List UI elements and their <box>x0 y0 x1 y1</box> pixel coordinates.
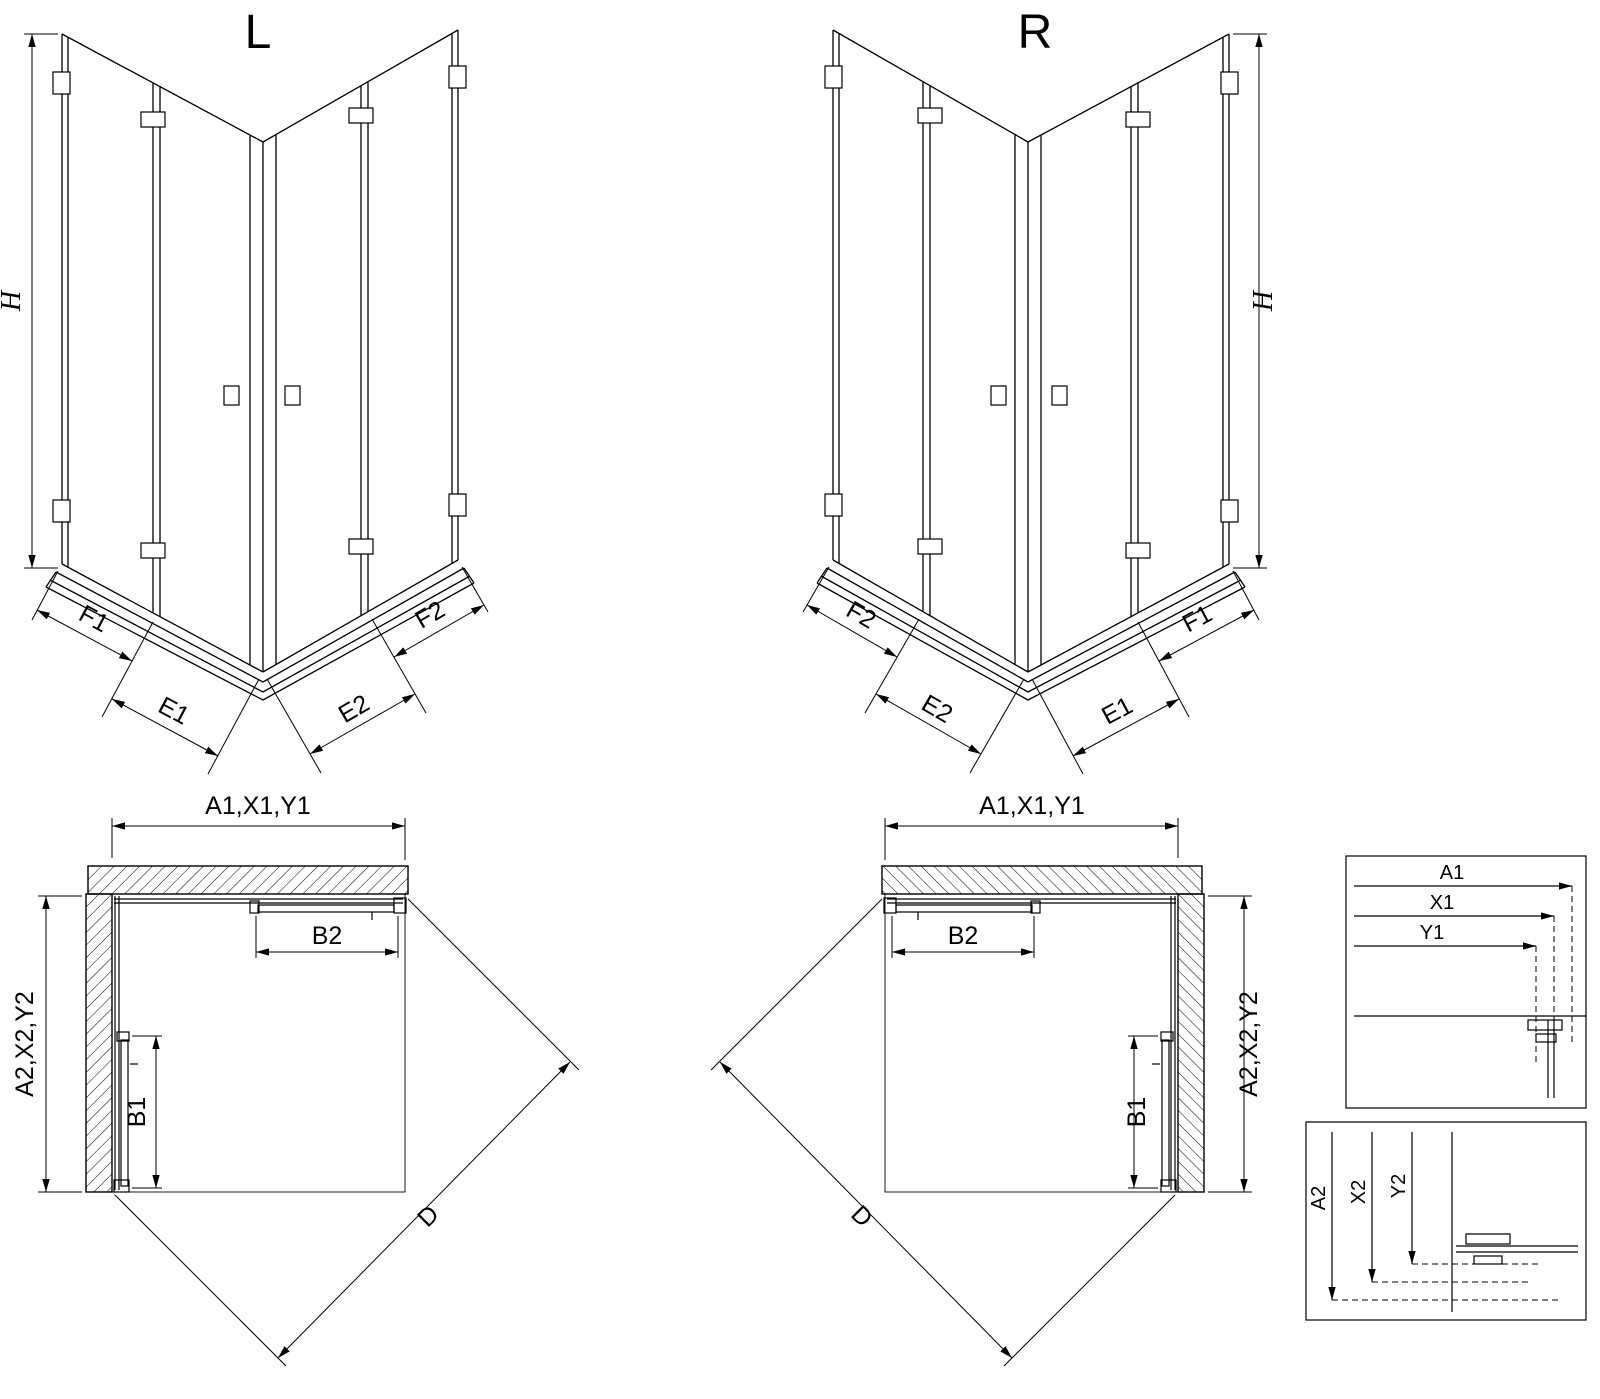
iso-right-view: R H F2 E2 E1 F1 <box>803 6 1279 774</box>
plan-right-width-label: A1,X1,Y1 <box>979 792 1085 820</box>
plan-right-geometry <box>711 818 1252 1366</box>
plan-left-b2-label: B2 <box>312 922 343 950</box>
plan-right-b1-label: B1 <box>1123 1097 1151 1128</box>
plan-left-b1-label: B1 <box>123 1097 151 1128</box>
detail-width-y1-label: Y1 <box>1420 922 1444 944</box>
iso-right-title: R <box>1018 6 1053 59</box>
iso-right-geometry <box>803 30 1267 774</box>
detail-depth-box: A2 X2 Y2 <box>1305 1121 1587 1321</box>
detail-width-geometry <box>1345 855 1587 1109</box>
plan-right-b2-label: B2 <box>948 922 979 950</box>
detail-width-x1-label: X1 <box>1430 892 1454 914</box>
iso-left-dim-e2: E2 <box>334 689 374 729</box>
iso-left-title: L <box>245 6 272 59</box>
iso-right-height-label: H <box>1248 289 1279 312</box>
iso-left-geometry <box>24 30 488 774</box>
plan-right-depth-label: A2,X2,Y2 <box>1235 991 1263 1097</box>
plan-right-d-label: D <box>845 1200 878 1233</box>
iso-left-view: L H F1 E1 E2 F2 <box>0 6 488 774</box>
iso-right-dim-e2: E2 <box>917 689 957 729</box>
detail-width-a1-label: A1 <box>1440 862 1464 884</box>
plan-left-geometry <box>38 818 579 1366</box>
plan-left-d-label: D <box>412 1200 445 1233</box>
detail-depth-a2-label: A2 <box>1308 1186 1330 1210</box>
detail-depth-x2-label: X2 <box>1348 1180 1370 1204</box>
plan-left-depth-label: A2,X2,Y2 <box>11 991 39 1097</box>
detail-depth-y2-label: Y2 <box>1388 1174 1410 1198</box>
detail-depth-geometry <box>1305 1121 1587 1321</box>
plan-right-view: A1,X1,Y1 A2,X2,Y2 B2 B1 D <box>711 792 1263 1366</box>
plan-left-view: A1,X1,Y1 A2,X2,Y2 B2 B1 D <box>11 792 579 1366</box>
iso-left-height-label: H <box>0 289 27 312</box>
detail-width-box: A1 X1 Y1 <box>1345 855 1587 1109</box>
plan-left-width-label: A1,X1,Y1 <box>205 792 311 820</box>
